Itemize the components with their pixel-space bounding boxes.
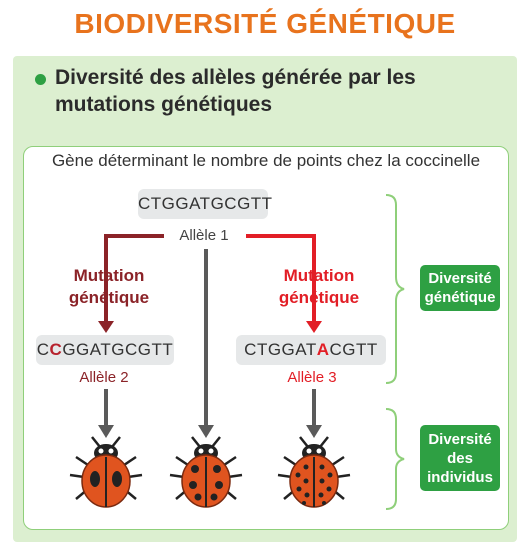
arrowhead-allele2 [98,321,114,333]
arrowhead-right [306,425,322,438]
page-title: BIODIVERSITÉ GÉNÉTIQUE [74,8,456,39]
content-panel: Diversité des allèles générée par les mu… [13,56,517,542]
arrow-to-allele2 [104,234,164,323]
badge-genetic-line2: génétique [424,289,496,306]
allele3-sequence: CTGGATACGTT [236,335,386,365]
badge-genetic-line1: Diversité [428,270,492,287]
badge-individuals-line1: Diversité [428,430,492,448]
allele2-sequence: CCGGATGCGTT [36,335,174,365]
mutation-label-right: Mutation génétique [264,265,374,309]
allele2-label: Allèle 2 [79,369,129,386]
ladybug-two-spots [69,436,143,508]
mutation-left-line2: génétique [68,288,150,307]
mutation-label-left: Mutation génétique [54,265,164,309]
allele3-seq-pre: CTGGAT [244,340,317,359]
allele2-mutated-base: C [49,340,63,359]
diagram-arrows [69,194,405,510]
badge-genetic-diversity: Diversité génétique [420,265,500,311]
allele1-label: Allèle 1 [179,227,229,244]
section-subtitle: Diversité des allèles générée par les mu… [55,66,416,116]
brace-genetic [385,194,405,384]
allele3-label: Allèle 3 [287,369,337,386]
allele2-seq-post: GGATGCGTT [62,340,174,359]
mutation-left-line1: Mutation [73,266,145,285]
bullet-dot [35,74,46,85]
arrow-to-allele3 [246,234,316,323]
brace-individuals [385,408,405,510]
allele3-seq-post: CGTT [329,340,378,359]
allele2-seq-pre: C [36,340,50,359]
arrowhead-center [198,425,214,438]
diagram-box: Gène déterminant le nombre de points che… [23,146,509,530]
mutation-right-line2: génétique [278,288,360,307]
badge-individuals-line3: individus [427,468,493,486]
gene-title: Gène déterminant le nombre de points che… [51,151,481,170]
mutation-right-line1: Mutation [283,266,355,285]
allele1-sequence: CTGGATGCGTT [138,189,272,219]
ladybug-many-spots [277,436,351,508]
arrowhead-left [98,425,114,438]
arrowhead-allele3 [306,321,322,333]
ladybug-seven-spots [169,436,243,508]
badge-individuals-line2: des [447,449,473,467]
allele3-mutated-base: A [316,340,330,359]
